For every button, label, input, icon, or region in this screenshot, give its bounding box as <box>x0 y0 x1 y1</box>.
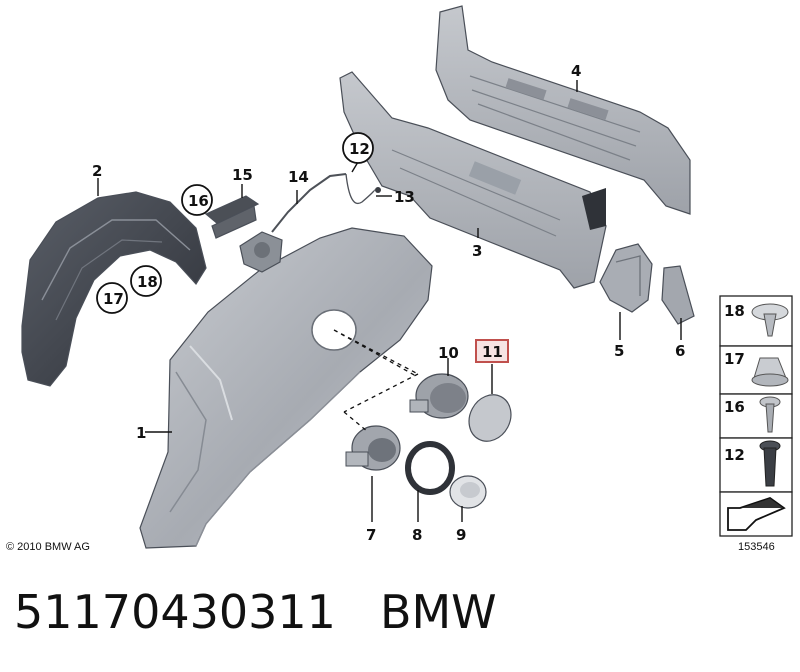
legend-label-12: 12 <box>724 446 745 464</box>
callout-11: 11 <box>482 343 503 361</box>
fuel-flap <box>468 394 512 442</box>
callout-15: 15 <box>232 166 253 184</box>
wheel-arch-liner <box>21 191 207 387</box>
callout-2: 2 <box>92 162 102 180</box>
rear-cross-member-upper <box>435 5 691 215</box>
callout-6: 6 <box>675 342 685 360</box>
legend-label-17: 17 <box>724 350 745 368</box>
callout-1: 1 <box>136 424 146 442</box>
copyright-notice: © 2010 BMW AG <box>6 541 90 553</box>
diagram-number: 153546 <box>738 541 775 553</box>
callout-5: 5 <box>614 342 624 360</box>
callout-circle-12 <box>342 132 374 164</box>
callout-10: 10 <box>438 344 459 362</box>
callout-4: 4 <box>571 62 581 80</box>
callout-3: 3 <box>472 242 482 260</box>
legend-cell-18 <box>719 295 793 347</box>
callout-17: 17 <box>103 290 124 308</box>
push-rivet-icon <box>751 303 789 337</box>
expanding-rivet-icon <box>759 440 781 487</box>
legend-label-16: 16 <box>724 398 745 416</box>
highlight-box <box>475 339 509 363</box>
brand-name: BMW <box>379 585 497 639</box>
callout-12: 12 <box>349 140 370 158</box>
fuel-cap <box>449 475 487 509</box>
callout-circle-16 <box>181 184 213 216</box>
callout-circle-18 <box>130 265 162 297</box>
fastener-legend: 18 17 16 12 <box>719 295 793 537</box>
actuator <box>239 231 283 273</box>
rear-panel <box>339 71 607 289</box>
callout-9: 9 <box>456 526 466 544</box>
bracket-left <box>599 243 653 313</box>
hex-nut-icon <box>751 357 789 387</box>
screw-icon <box>759 396 781 433</box>
callout-18: 18 <box>137 273 158 291</box>
filler-pot <box>345 425 401 471</box>
bracket-right <box>661 265 695 325</box>
callout-14: 14 <box>288 168 309 186</box>
side-panel <box>139 227 433 549</box>
fuel-door-cable <box>271 173 381 233</box>
gasket-ring <box>405 441 455 495</box>
legend-label-18: 18 <box>724 302 745 320</box>
callout-16: 16 <box>188 192 209 210</box>
spread-arrow-icon <box>727 497 786 531</box>
legend-cell-12 <box>719 437 793 493</box>
callout-circle-17 <box>96 282 128 314</box>
caption: 51170430311 BMW <box>14 585 497 639</box>
part-number: 51170430311 <box>14 585 336 639</box>
callout-13: 13 <box>394 188 415 206</box>
fuel-filler-housing <box>409 373 469 419</box>
callout-8: 8 <box>412 526 422 544</box>
holder <box>204 195 260 239</box>
callout-7: 7 <box>366 526 376 544</box>
